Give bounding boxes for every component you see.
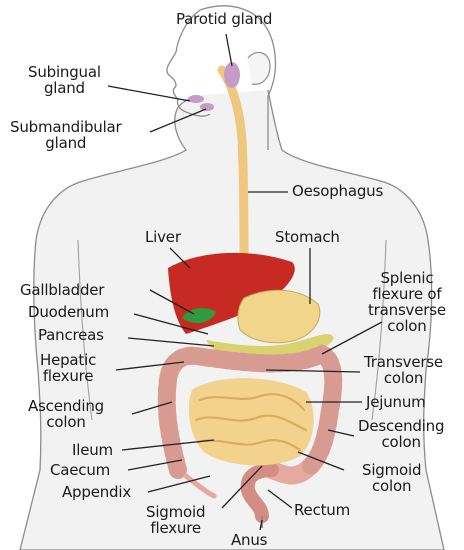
label-pancreas: Pancreas [38, 327, 104, 343]
label-sigmoid-flexure: Sigmoid flexure [146, 504, 205, 536]
label-ileum: Ileum [72, 442, 113, 458]
ear-outline [248, 52, 270, 84]
label-liver: Liver [145, 229, 181, 245]
leader-sublingual [108, 86, 190, 101]
label-duodenum: Duodenum [28, 304, 109, 320]
submandibular-gland-shape [200, 103, 214, 111]
label-appendix: Appendix [62, 484, 131, 500]
small-intestine-shape [189, 378, 314, 465]
label-gallbladder: Gallbladder [20, 282, 104, 298]
label-sigmoid-colon: Sigmoid colon [362, 462, 421, 494]
label-submandibular-gland: Submandibular gland [10, 119, 122, 151]
label-stomach: Stomach [275, 229, 340, 245]
label-sublingual-gland: Subingual gland [28, 64, 101, 96]
label-caecum: Caecum [50, 462, 110, 478]
label-splenic-flexure: Splenic flexure of transverse colon [368, 270, 446, 334]
label-ascending-colon: Ascending colon [28, 398, 104, 430]
label-jejunum: Jejunum [366, 394, 426, 410]
label-hepatic-flexure: Hepatic flexure [40, 352, 96, 384]
label-rectum: Rectum [294, 502, 350, 518]
label-transverse-colon: Transverse colon [364, 354, 443, 386]
label-descending-colon: Descending colon [358, 418, 444, 450]
sublingual-gland-shape [188, 95, 204, 103]
label-parotid-gland: Parotid gland [176, 11, 272, 27]
leader-parotid [226, 34, 232, 66]
label-oesophagus: Oesophagus [292, 183, 383, 199]
label-anus: Anus [231, 532, 267, 548]
